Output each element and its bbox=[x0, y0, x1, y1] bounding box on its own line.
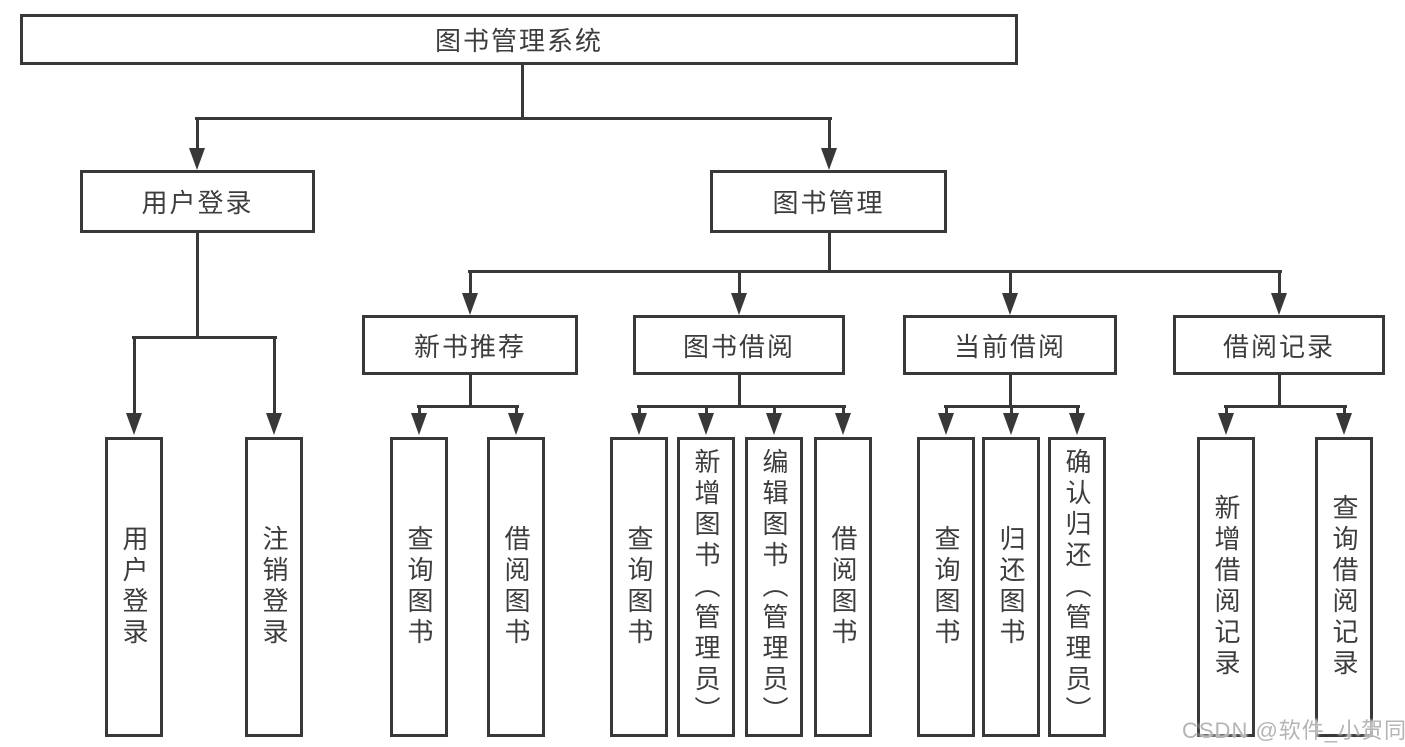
connector-stub bbox=[514, 405, 518, 416]
arrowhead-icon bbox=[766, 413, 782, 435]
node-new-book-recommend: 新书推荐 bbox=[362, 315, 578, 375]
connector-stub bbox=[468, 270, 472, 296]
leaf-br-add-record: 新增借阅记录 bbox=[1197, 437, 1255, 737]
leaf-label: 查询图书 bbox=[404, 525, 434, 649]
node-label: 当前借阅 bbox=[953, 331, 1066, 362]
leaf-label: 借阅图书 bbox=[828, 525, 858, 649]
connector-stem bbox=[1008, 375, 1012, 408]
leaf-label: 确认归还（管理员） bbox=[1062, 447, 1092, 727]
connector-stub bbox=[737, 270, 741, 296]
connector-stub bbox=[1008, 270, 1012, 296]
leaf-nb-query-books: 查询图书 bbox=[390, 437, 448, 737]
leaf-cb-return-books: 归还图书 bbox=[982, 437, 1040, 737]
connector-stub bbox=[772, 405, 776, 416]
node-label: 借阅记录 bbox=[1222, 331, 1335, 362]
connector-stub bbox=[272, 336, 276, 416]
connector-stub bbox=[704, 405, 708, 416]
connector-stub bbox=[841, 405, 845, 416]
connector-stem bbox=[737, 375, 741, 408]
node-label: 用户登录 bbox=[141, 188, 254, 218]
connector-book-mgmt-stem bbox=[827, 233, 831, 273]
arrowhead-icon bbox=[1336, 413, 1352, 435]
leaf-bb-edit-books-admin: 编辑图书（管理员） bbox=[745, 437, 803, 737]
connector-stem bbox=[468, 375, 472, 408]
arrowhead-icon bbox=[508, 413, 524, 435]
node-label: 图书管理系统 bbox=[434, 26, 603, 56]
node-book-borrowing: 图书借阅 bbox=[633, 315, 845, 375]
connector-rail bbox=[1224, 405, 1347, 408]
leaf-nb-borrow-books: 借阅图书 bbox=[487, 437, 545, 737]
node-label: 图书管理 bbox=[772, 188, 885, 218]
connector-stub bbox=[417, 405, 421, 416]
node-book-management: 图书管理 bbox=[710, 170, 947, 233]
connector-user-login-rail bbox=[132, 336, 277, 339]
connector-stem bbox=[1277, 375, 1281, 408]
node-user-login: 用户登录 bbox=[80, 170, 315, 233]
arrowhead-icon bbox=[835, 413, 851, 435]
arrowhead-icon bbox=[1003, 413, 1019, 435]
node-borrowing-records: 借阅记录 bbox=[1173, 315, 1385, 375]
connector-stub bbox=[1277, 270, 1281, 296]
connector-stub bbox=[637, 405, 641, 416]
csdn-watermark: CSDN @软件_小贺同学 bbox=[1182, 718, 1405, 743]
connector-book-mgmt-rail bbox=[468, 270, 1282, 273]
arrowhead-icon bbox=[1069, 413, 1085, 435]
leaf-bb-borrow-books: 借阅图书 bbox=[814, 437, 872, 737]
connector-rail bbox=[637, 405, 846, 408]
arrowhead-icon bbox=[821, 148, 837, 170]
leaf-label: 新增图书（管理员） bbox=[691, 447, 721, 727]
arrowhead-icon bbox=[462, 293, 478, 315]
leaf-bb-add-books-admin: 新增图书（管理员） bbox=[677, 437, 735, 737]
leaf-label: 查询图书 bbox=[931, 525, 961, 649]
connector-level1-rail bbox=[195, 117, 832, 120]
connector-rail bbox=[417, 405, 519, 408]
leaf-label: 查询借阅记录 bbox=[1329, 494, 1359, 680]
node-library-management-system: 图书管理系统 bbox=[20, 14, 1018, 65]
node-label: 图书借阅 bbox=[682, 331, 795, 362]
arrowhead-icon bbox=[698, 413, 714, 435]
leaf-label: 归还图书 bbox=[996, 525, 1026, 649]
leaf-label: 借阅图书 bbox=[501, 525, 531, 649]
arrowhead-icon bbox=[266, 413, 282, 435]
connector-stub bbox=[1342, 405, 1346, 416]
arrowhead-icon bbox=[1002, 293, 1018, 315]
arrowhead-icon bbox=[1271, 293, 1287, 315]
arrowhead-icon bbox=[189, 148, 205, 170]
leaf-label: 编辑图书（管理员） bbox=[759, 447, 789, 727]
node-label: 新书推荐 bbox=[413, 331, 526, 362]
connector-stub bbox=[195, 117, 199, 150]
arrowhead-icon bbox=[731, 293, 747, 315]
leaf-bb-query-books: 查询图书 bbox=[610, 437, 668, 737]
leaf-br-query-record: 查询借阅记录 bbox=[1315, 437, 1373, 737]
connector-stub bbox=[132, 336, 136, 416]
leaf-label: 注销登录 bbox=[259, 525, 289, 649]
leaf-label: 新增借阅记录 bbox=[1211, 494, 1241, 680]
connector-stub bbox=[1009, 405, 1013, 416]
leaf-cb-query-books: 查询图书 bbox=[917, 437, 975, 737]
node-current-borrowing: 当前借阅 bbox=[903, 315, 1117, 375]
arrowhead-icon bbox=[1218, 413, 1234, 435]
arrowhead-icon bbox=[126, 413, 142, 435]
leaf-cb-confirm-return-admin: 确认归还（管理员） bbox=[1048, 437, 1106, 737]
connector-stub bbox=[1075, 405, 1079, 416]
leaf-logout: 注销登录 bbox=[245, 437, 303, 737]
leaf-label: 用户登录 bbox=[119, 525, 149, 649]
connector-user-login-stem bbox=[195, 233, 199, 339]
leaf-label: 查询图书 bbox=[624, 525, 654, 649]
connector-stub bbox=[1224, 405, 1228, 416]
connector-stub bbox=[944, 405, 948, 416]
arrowhead-icon bbox=[631, 413, 647, 435]
leaf-user-login: 用户登录 bbox=[105, 437, 163, 737]
connector-root-stem bbox=[521, 65, 524, 120]
arrowhead-icon bbox=[938, 413, 954, 435]
arrowhead-icon bbox=[411, 413, 427, 435]
connector-stub bbox=[827, 117, 831, 150]
